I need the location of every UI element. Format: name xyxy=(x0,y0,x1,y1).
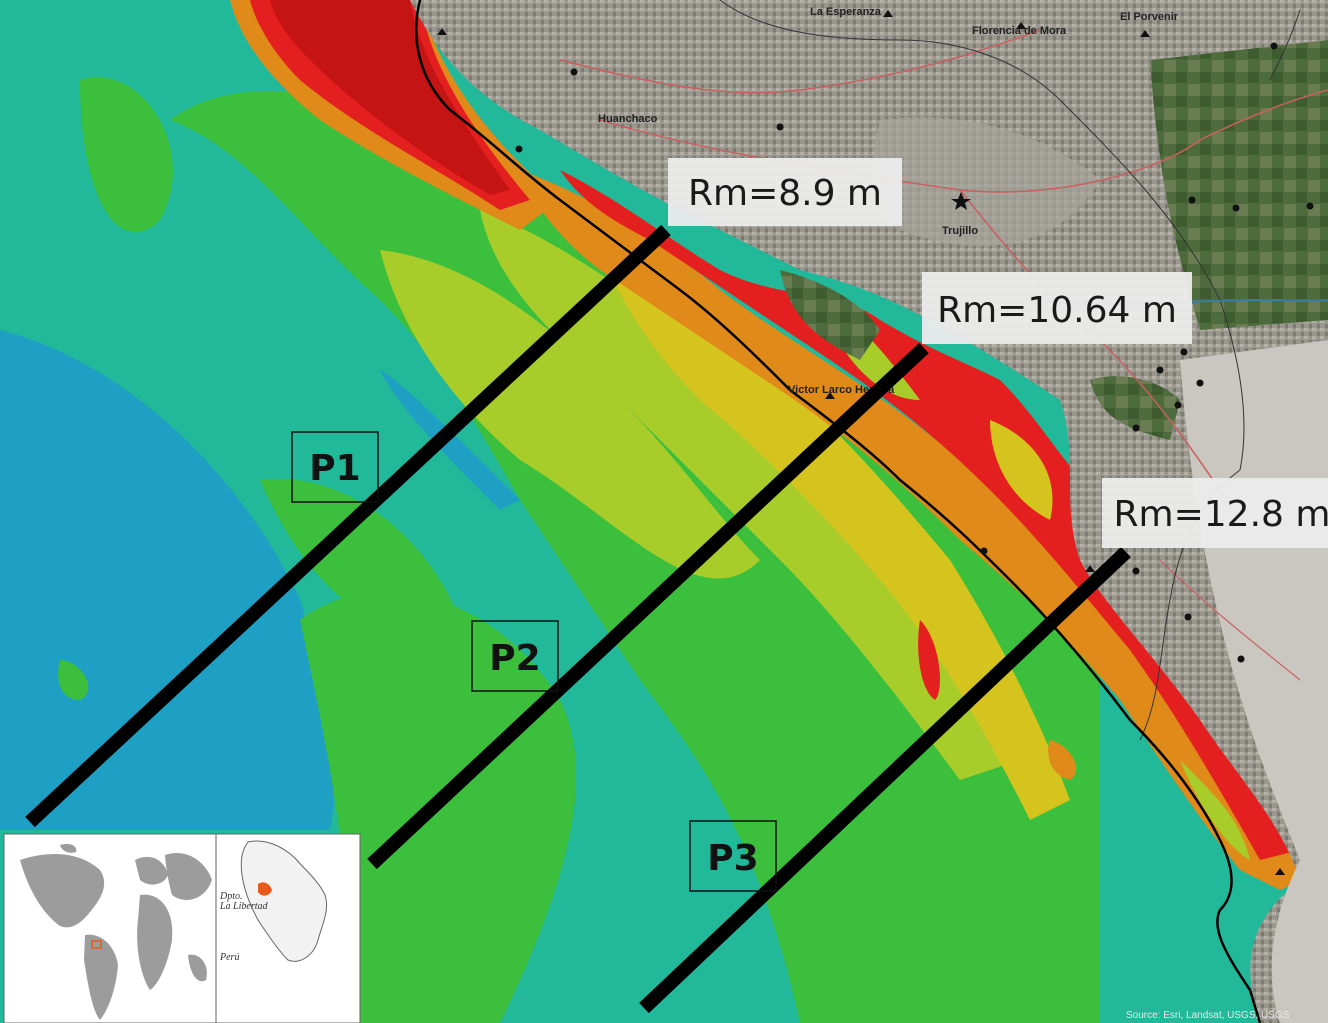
inset-locator-box xyxy=(91,940,102,949)
runup-label-p3: Rm=12.8 m xyxy=(1114,494,1328,535)
inset-la-libertad-region xyxy=(258,882,272,896)
runup-label-p2: Rm=10.64 m xyxy=(937,290,1177,331)
yellow-green-zone xyxy=(380,250,760,579)
inset-region-label-2: La Libertad xyxy=(219,901,269,912)
profile-boxes: P1 P2 P3 xyxy=(291,431,777,892)
town-markers xyxy=(437,10,1314,875)
coastline xyxy=(415,0,1262,1023)
deep-water-zone xyxy=(0,330,334,830)
label-trujillo: Trujillo xyxy=(942,225,978,237)
map-credit: Source: Esri, Landsat, USGS, USGS xyxy=(1126,1010,1290,1021)
inset-country-label: Perú xyxy=(219,952,239,963)
profile-line-p1 xyxy=(25,224,671,828)
runup-labels: Rm=8.9 m Rm=10.64 m Rm=12.8 m xyxy=(668,158,1328,548)
yellow-zone xyxy=(600,250,1070,820)
inset-peru-outline xyxy=(240,840,328,962)
runup-label-p1: Rm=8.9 m xyxy=(688,173,882,214)
label-la-esperanza: La Esperanza xyxy=(810,6,882,18)
label-huanchaco: Huanchaco xyxy=(598,113,658,125)
inset-map: Dpto. La Libertad Perú xyxy=(3,833,361,1023)
profile-label-p2: P2 xyxy=(489,638,540,679)
place-labels: La Esperanza Florencia de Mora El Porven… xyxy=(598,6,1179,396)
label-florencia-de-mora: Florencia de Mora xyxy=(972,25,1067,37)
transect-lines xyxy=(25,224,1131,1014)
profile-line-p2 xyxy=(367,342,929,870)
label-el-porvenir: El Porvenir xyxy=(1120,11,1179,23)
profile-label-p3: P3 xyxy=(707,838,758,879)
inset-world-map xyxy=(20,843,212,1020)
profile-label-p1: P1 xyxy=(309,448,360,489)
profile-line-p3 xyxy=(639,546,1131,1014)
inset-region-label: Dpto. xyxy=(219,891,243,902)
